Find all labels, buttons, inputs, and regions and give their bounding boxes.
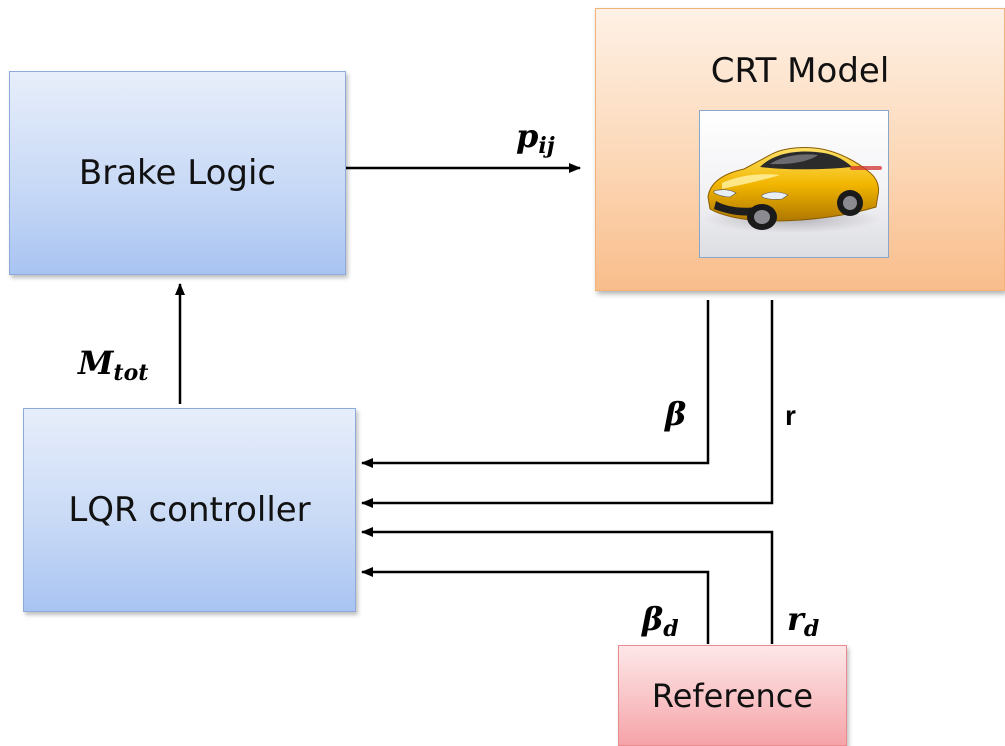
mtot-symbol: M: [78, 344, 114, 382]
pij-subscript: ij: [538, 133, 555, 159]
beta-symbol: β: [665, 395, 687, 433]
arrow-r: [361, 300, 774, 508]
r-d-subscript: d: [803, 616, 820, 642]
signal-label-r: r: [785, 402, 796, 430]
car-image: [699, 110, 889, 258]
beta-d-symbol: β: [642, 600, 664, 638]
mtot-subscript: tot: [113, 360, 149, 386]
r-symbol: r: [785, 400, 796, 431]
signal-label-mtot: Mtot: [78, 347, 148, 384]
sports-car-icon: [704, 147, 882, 233]
brake-logic-block: Brake Logic: [9, 71, 346, 275]
brake-logic-label: Brake Logic: [78, 153, 277, 193]
arrow-beta: [361, 300, 710, 468]
signal-label-beta-d: βd: [642, 603, 679, 640]
crt-model-block: CRT Model: [595, 8, 1005, 291]
r-d-symbol: r: [787, 600, 804, 638]
signal-label-beta: β: [665, 398, 686, 430]
pij-symbol: p: [516, 117, 539, 155]
arrow-rd: [361, 527, 774, 644]
crt-model-label: CRT Model: [710, 51, 890, 91]
reference-label: Reference: [651, 676, 814, 715]
signal-label-r-d: rd: [787, 603, 819, 640]
signal-label-pij: pij: [516, 120, 555, 157]
reference-block: Reference: [618, 645, 847, 746]
beta-d-subscript: d: [663, 616, 679, 642]
arrow-beta-d: [361, 567, 710, 644]
lqr-controller-label: LQR controller: [68, 490, 311, 530]
lqr-controller-block: LQR controller: [23, 408, 356, 612]
